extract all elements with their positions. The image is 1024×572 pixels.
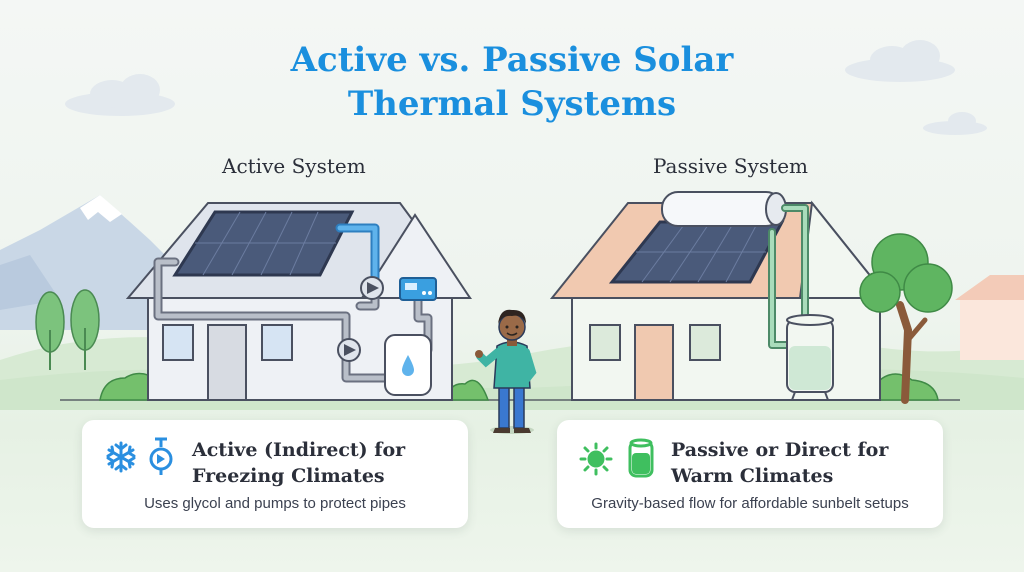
page-title-line-1: Active vs. Passive Solar — [290, 40, 734, 80]
person-figure — [475, 309, 537, 434]
passive-card-heading-line-1: Passive or Direct for — [671, 439, 889, 461]
pump-icon — [149, 437, 173, 475]
active-system-label: Active System — [222, 154, 366, 178]
tank-icon — [628, 438, 654, 478]
active-window-left — [162, 324, 194, 361]
passive-card-description: Gravity-based flow for affordable sunbel… — [591, 495, 909, 512]
active-card-heading-line-2: Freezing Climates — [192, 465, 385, 487]
passive-system-label: Passive System — [653, 154, 808, 178]
passive-storage-tank — [786, 314, 834, 401]
tree-left-2 — [70, 289, 100, 370]
active-pump-upper — [360, 276, 384, 300]
active-card-heading-line-1: Active (Indirect) for — [192, 439, 406, 461]
active-door — [207, 324, 247, 401]
page-title-line-2: Thermal Systems — [347, 84, 677, 124]
passive-roof-tank — [661, 191, 787, 227]
passive-window-right — [689, 324, 721, 361]
active-pump-lower — [337, 338, 361, 362]
active-card-description: Uses glycol and pumps to protect pipes — [144, 495, 406, 512]
tree-left-1 — [35, 291, 65, 370]
active-window-right — [261, 324, 293, 361]
tree-right — [859, 233, 953, 404]
passive-door — [634, 324, 674, 401]
sun-icon — [579, 442, 613, 476]
active-controller — [399, 277, 437, 301]
passive-info-card: Passive or Direct for Warm Climates Grav… — [557, 420, 943, 528]
cloud-right — [845, 40, 987, 135]
snowflake-icon — [106, 441, 136, 473]
passive-window-left — [589, 324, 621, 361]
active-storage-tank — [384, 334, 432, 396]
passive-card-heading-line-2: Warm Climates — [671, 465, 834, 487]
cloud-left — [65, 74, 175, 116]
active-solar-panel — [172, 210, 355, 277]
background-house — [955, 275, 1024, 360]
passive-pipes — [768, 204, 809, 349]
active-info-card: Active (Indirect) for Freezing Climates … — [82, 420, 468, 528]
